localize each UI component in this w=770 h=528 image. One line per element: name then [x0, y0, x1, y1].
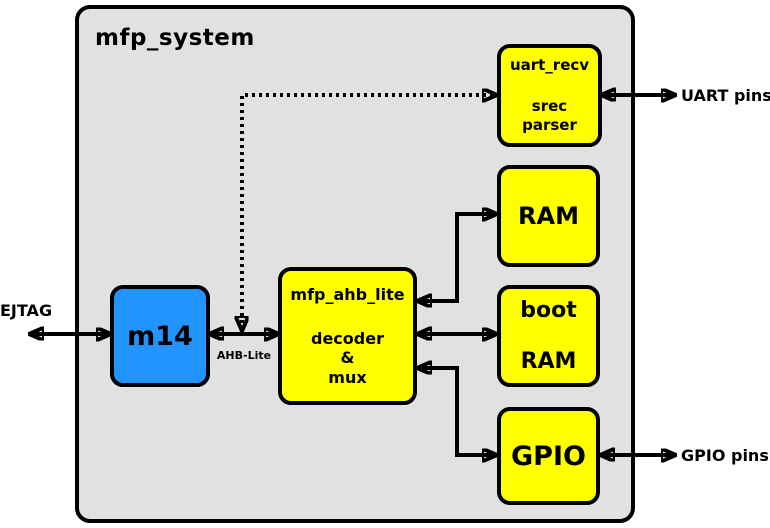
block-boot-ram: boot RAM: [497, 285, 600, 387]
block-boot-ram-line-ram: RAM: [520, 349, 577, 374]
block-gpio-label: GPIO: [511, 440, 586, 472]
block-uart-recv-line-srec: srec: [531, 97, 568, 115]
block-gpio: GPIO: [497, 407, 600, 505]
block-mfp-ahb-lite: mfp_ahb_lite decoder & mux: [278, 267, 417, 405]
block-mfp-ahb-lite-line-amp: &: [340, 348, 355, 367]
block-boot-ram-line-boot: boot: [520, 298, 577, 323]
block-mfp-ahb-lite-line-decoder: decoder: [311, 328, 384, 348]
block-uart-recv: uart_recv srec parser: [497, 44, 602, 147]
block-uart-recv-line-parser: parser: [522, 116, 577, 134]
block-mfp-ahb-lite-title: mfp_ahb_lite: [290, 285, 405, 304]
block-ram-label: RAM: [518, 202, 579, 230]
ahb-lite-bus-label: AHB-Lite: [216, 349, 272, 362]
uart-pins-label: UART pins: [681, 86, 770, 105]
block-m14: m14: [110, 285, 210, 387]
block-uart-recv-title: uart_recv: [509, 56, 590, 74]
block-mfp-ahb-lite-line-mux: mux: [328, 367, 367, 387]
gpio-pins-label: GPIO pins: [681, 446, 769, 465]
block-ram: RAM: [497, 165, 600, 267]
block-m14-label: m14: [127, 320, 193, 352]
system-title: mfp_system: [95, 25, 255, 51]
ejtag-label: EJTAG: [0, 301, 53, 320]
